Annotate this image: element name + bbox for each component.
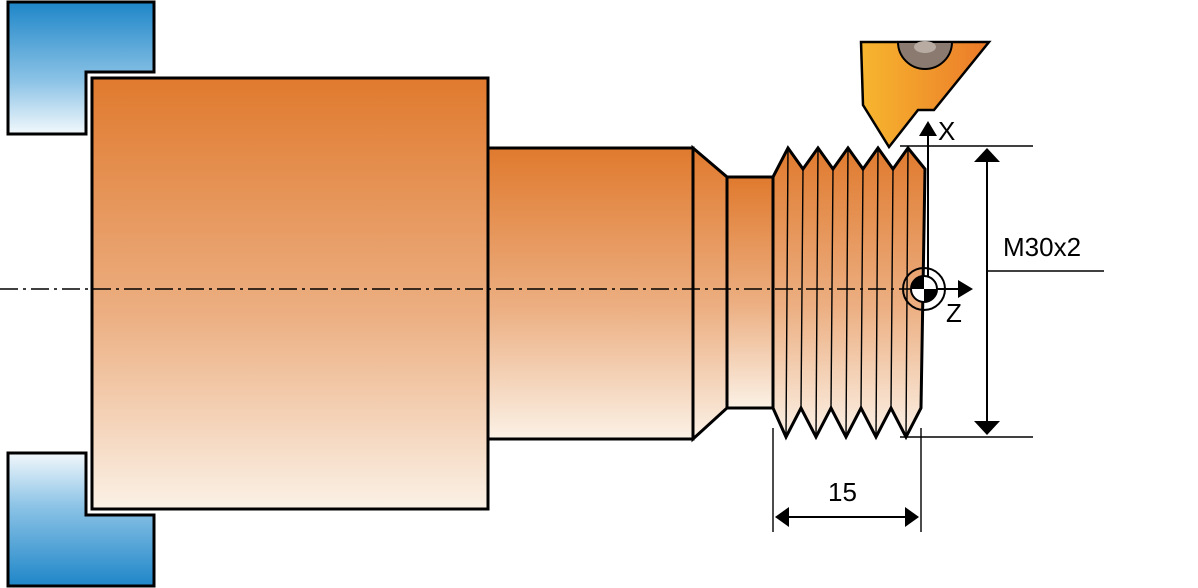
tool-clamp-screw — [896, 41, 954, 70]
chuck-jaw-top — [6, 0, 156, 136]
workpiece-chamfer — [691, 144, 729, 443]
length-dimension — [772, 428, 922, 532]
diameter-dimension — [900, 145, 1104, 438]
length-dimension-label: 15 — [828, 477, 857, 507]
tool-screw-highlight — [914, 41, 936, 53]
thread-undercut — [725, 175, 775, 410]
workpiece-step — [486, 146, 695, 441]
z-axis-label: Z — [946, 298, 962, 328]
threaded-section — [771, 145, 927, 441]
workpiece-main-body — [90, 76, 490, 511]
x-axis-arrow-icon — [919, 121, 937, 290]
chuck-jaw-bottom — [6, 451, 156, 588]
threading-tool — [859, 40, 992, 150]
datum-symbol-icon — [902, 267, 946, 311]
x-axis-label: X — [938, 116, 955, 146]
thread-spec-label: M30x2 — [1003, 232, 1081, 262]
